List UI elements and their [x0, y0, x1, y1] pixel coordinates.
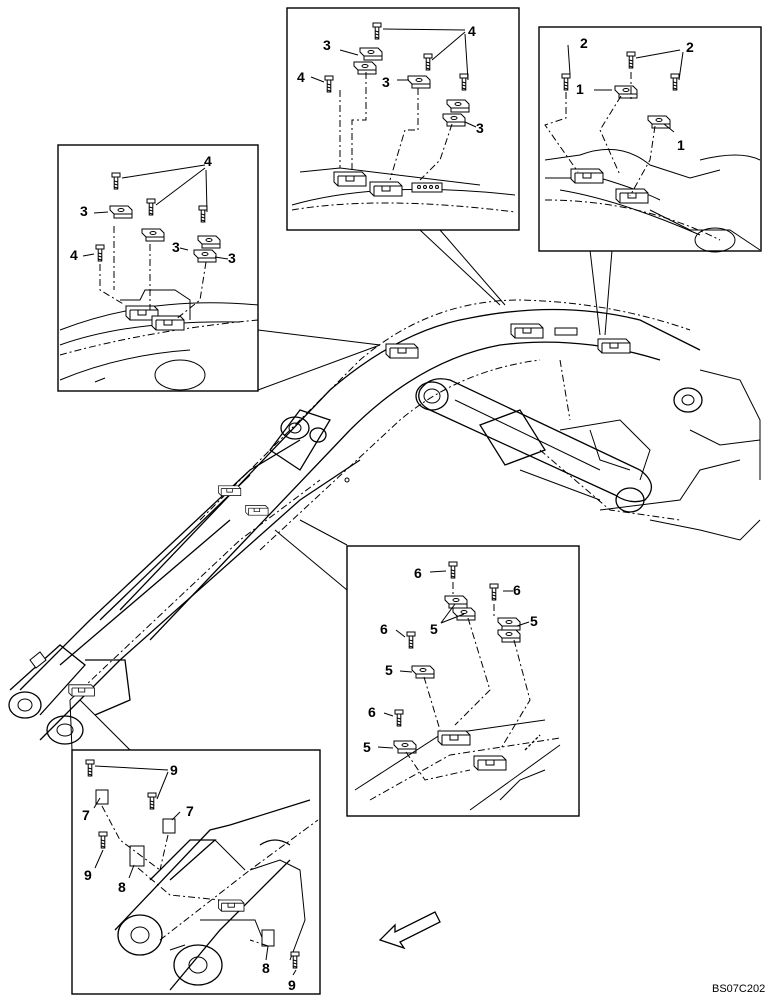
callout-4: 4 [204, 153, 212, 169]
callout-4: 4 [70, 247, 78, 263]
callout-2: 2 [686, 39, 694, 55]
callout-4: 4 [297, 69, 305, 85]
callout-9: 9 [170, 762, 178, 778]
callout-9: 9 [288, 977, 296, 993]
callout-8: 8 [118, 879, 126, 895]
callout-6: 6 [414, 565, 422, 581]
direction-arrow-icon [378, 911, 441, 950]
callout-3: 3 [323, 37, 331, 53]
callout-3: 3 [476, 120, 484, 136]
callout-3: 3 [228, 250, 236, 266]
callout-5: 5 [430, 621, 438, 637]
callout-9: 9 [84, 867, 92, 883]
callout-7: 7 [186, 803, 194, 819]
callout-3: 3 [172, 239, 180, 255]
callout-2: 2 [580, 35, 588, 51]
detail-view-boom-foot: 4 3 4 3 3 [57, 144, 381, 392]
callout-1: 1 [576, 81, 584, 97]
detail-view-arm-end: 9 7 7 9 8 8 9 [69, 699, 321, 995]
drawing-code: BS07C202 [712, 983, 765, 995]
boom-assembly [8, 299, 761, 745]
callout-6: 6 [380, 621, 388, 637]
callout-6: 6 [368, 704, 376, 720]
detail-view-boom-top: 2 2 1 1 [538, 26, 762, 336]
callout-8: 8 [262, 960, 270, 976]
detail-view-boom-center: 4 3 4 3 3 [286, 7, 520, 306]
callout-7: 7 [82, 807, 90, 823]
callout-3: 3 [80, 203, 88, 219]
callout-5: 5 [385, 662, 393, 678]
callout-4: 4 [468, 23, 476, 39]
detail-view-arm-mid: 6 6 6 6 5 5 5 5 [274, 519, 580, 817]
callout-6: 6 [513, 582, 521, 598]
callout-3: 3 [382, 74, 390, 90]
callout-5: 5 [363, 739, 371, 755]
callout-5: 5 [530, 613, 538, 629]
callout-1: 1 [677, 137, 685, 153]
